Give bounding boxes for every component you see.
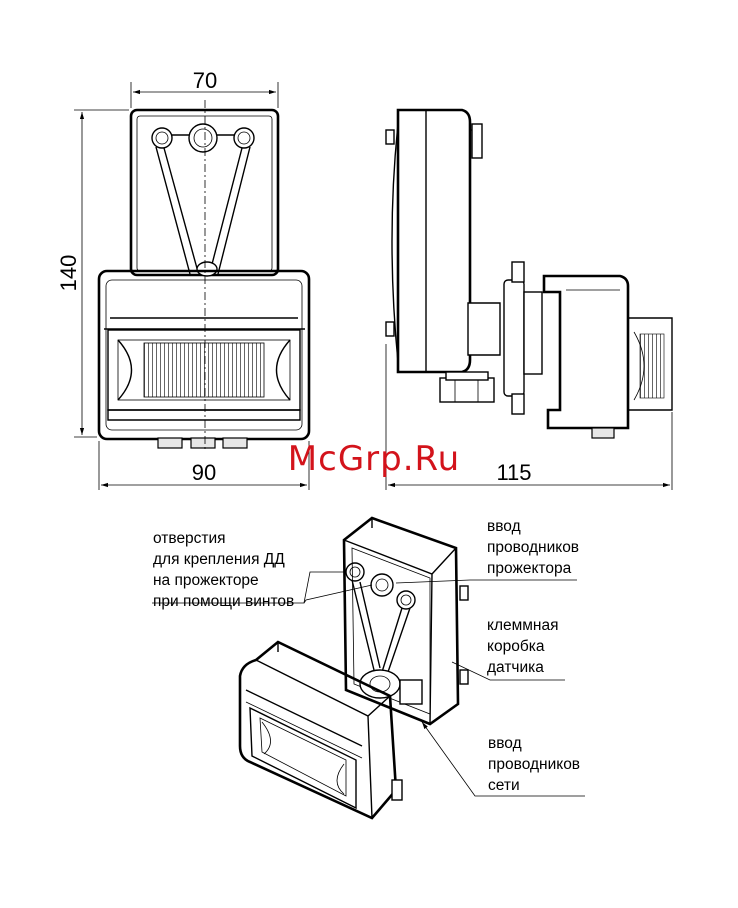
side-sensor-housing — [544, 276, 628, 428]
side-view: 115 — [386, 110, 672, 490]
dimension-sensor-width: 90 — [192, 460, 216, 485]
connector-center — [191, 438, 215, 448]
dimension-front-width: 70 — [193, 68, 217, 93]
callout-floodlight-line-3: прожектора — [487, 560, 572, 577]
callout-floodlight-line-2: проводников — [487, 539, 579, 556]
mounting-hole-left-icon — [152, 128, 172, 148]
callout-terminal-box-line-2: коробка — [487, 638, 545, 655]
callout-mounting-holes-line-3: на прожекторе — [153, 572, 259, 589]
dimension-side-depth: 115 — [496, 460, 531, 485]
callout-terminal-box-line-1: клеммная — [487, 617, 559, 634]
watermark: McGrp.Ru — [288, 439, 460, 479]
mounting-hole-center-icon — [189, 124, 217, 152]
callout-mounting-holes-line-2: для крепления ДД — [153, 551, 285, 568]
callout-mains-line-3: сети — [488, 777, 520, 794]
callout-mounting-holes-line-4: при помощи винтов — [153, 593, 294, 610]
callout-mains-line-1: ввод — [488, 735, 522, 752]
callout-terminal-box-line-3: датчика — [487, 659, 544, 676]
dimension-front-height: 140 — [56, 255, 81, 292]
side-mounting-plate — [398, 110, 470, 372]
side-connector — [592, 428, 614, 438]
side-gland-nut — [440, 378, 494, 402]
callout-terminal-box: клеммная коробка датчика — [487, 617, 559, 676]
callout-mains-line-2: проводников — [488, 756, 580, 773]
callout-mounting-holes-line-1: отверстия — [153, 530, 226, 547]
connector-left — [158, 438, 182, 448]
callout-floodlight-wire-entry: ввод проводников прожектора — [487, 518, 579, 577]
connector-right — [223, 438, 247, 448]
callout-mounting-holes: отверстия для крепления ДД на прожекторе… — [153, 530, 294, 610]
callout-mains-wire-entry: ввод проводников сети — [488, 735, 580, 794]
mounting-hole-right-icon — [234, 128, 254, 148]
front-view: 70 140 90 — [56, 68, 309, 490]
callout-floodlight-line-1: ввод — [487, 518, 521, 535]
